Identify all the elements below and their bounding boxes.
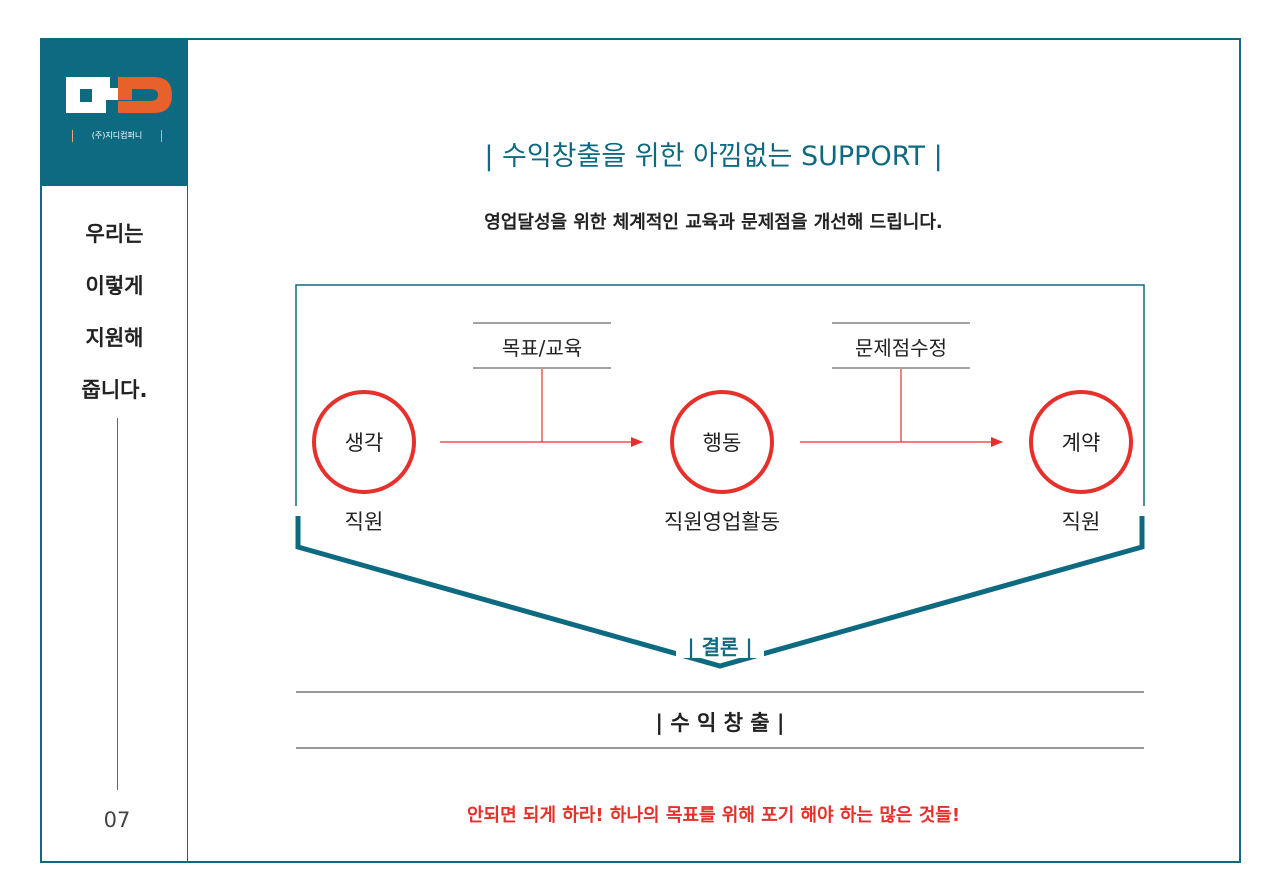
footer-note: 안되면 되게 하라! 하나의 목표를 위해 포기 해야 하는 많은 것들!: [466, 805, 961, 826]
sidebar-text-line-2: 이렇게: [85, 274, 144, 298]
gd-logo-icon: [66, 77, 172, 113]
diagram-frame: [295, 284, 1145, 506]
sidebar-text-line-4: 줍니다.: [81, 378, 148, 402]
page-frame: (주)지디컴퍼니 우리는 이렇게 지원해 줍니다. 07 | 수익창출을 위한 …: [40, 38, 1241, 863]
page-title: | 수익창출을 위한 아낌없는 SUPPORT |: [484, 141, 943, 172]
page-number: 07: [103, 808, 131, 832]
main-content: | 수익창출을 위한 아낌없는 SUPPORT | 영업달성을 위한 체계적인 …: [188, 40, 1239, 861]
company-name: (주)지디컴퍼니: [72, 130, 162, 142]
conclusion-funnel: [295, 516, 1145, 669]
sidebar-text-line-1: 우리는: [85, 222, 144, 246]
input-label-goal: 목표/교육: [502, 336, 582, 360]
sidebar-divider: [117, 418, 118, 790]
sidebar: (주)지디컴퍼니 우리는 이렇게 지원해 줍니다. 07: [42, 40, 188, 861]
step-circle-think: [312, 390, 416, 494]
step-caption: 직원: [345, 510, 384, 534]
conclusion-label: | 결론 |: [687, 635, 752, 659]
page-subtitle: 영업달성을 위한 체계적인 교육과 문제점을 개선해 드립니다.: [484, 212, 943, 233]
step-circle-act: [670, 390, 774, 494]
process-diagram: 목표/교육 문제점수정 생각 행동 계약 직원 직원영업활동 직원: [295, 284, 1145, 749]
step-label-act: 행동: [703, 431, 742, 455]
conclusion-label-bg: [676, 628, 764, 658]
sidebar-text-line-3: 지원해: [85, 326, 144, 350]
logo-box: (주)지디컴퍼니: [42, 40, 187, 186]
step-label-contract: 계약: [1062, 431, 1101, 455]
result-label: | 수 익 창 출 |: [655, 711, 784, 736]
step-circle-contract: [1029, 390, 1133, 494]
step-label-think: 생각: [345, 431, 384, 455]
step-caption: 직원영업활동: [664, 510, 780, 534]
input-label-fix: 문제점수정: [855, 336, 947, 360]
step-caption: 직원: [1062, 510, 1101, 534]
